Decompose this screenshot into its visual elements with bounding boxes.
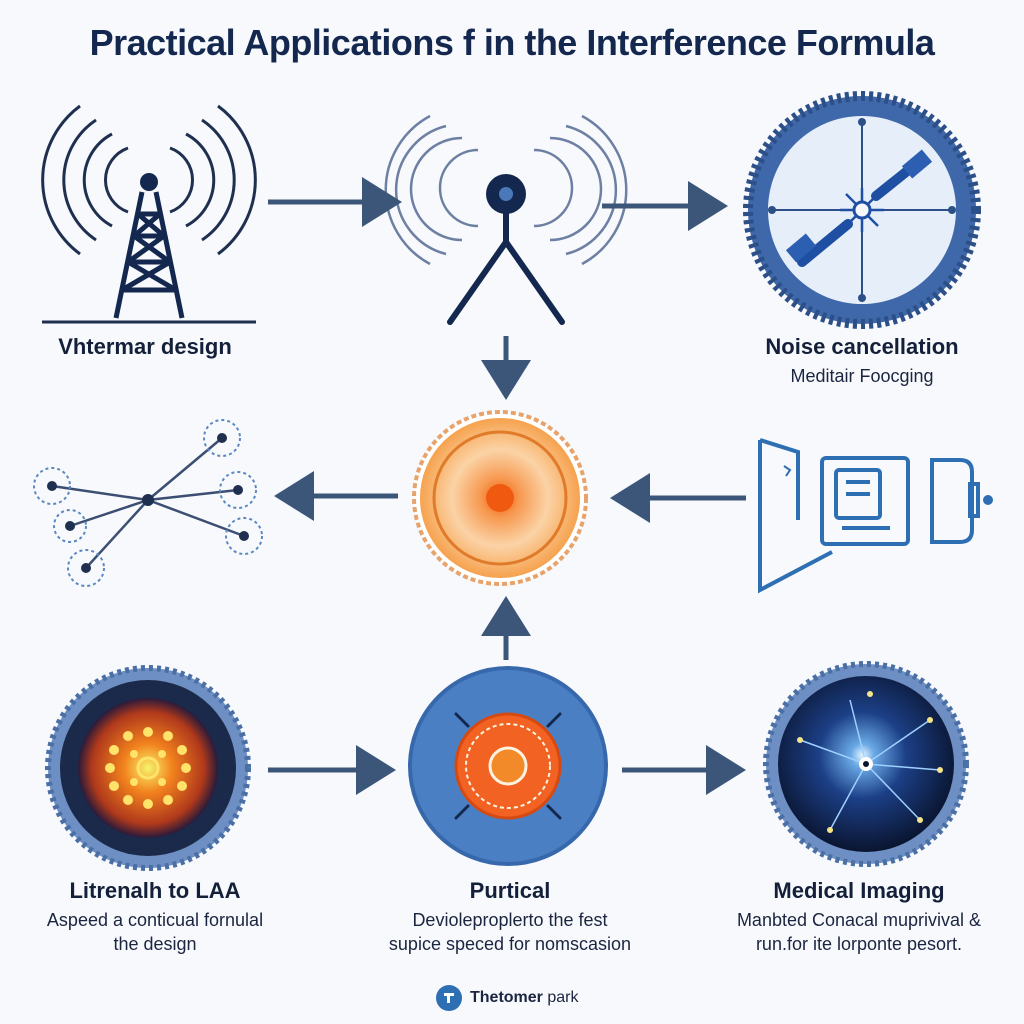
footer-brand: Thetomer park (436, 984, 578, 1012)
brand-logo-icon (436, 985, 462, 1011)
noise-label: Noise cancellation (765, 334, 959, 359)
page-title: Practical Applications f in the Interfer… (89, 22, 935, 63)
flow-arrows (268, 177, 746, 795)
noise-desc: Meditair Foocging (790, 366, 934, 386)
purtical-label: Purtical (469, 878, 551, 903)
litrenalh-desc-line1: Aspeed a conticual fornulal (46, 910, 264, 930)
signal-tripod-icon (384, 114, 628, 325)
fusion-core-icon (45, 665, 251, 871)
imaging-device-icon (758, 438, 993, 594)
footer-brand-name: Thetomer (470, 989, 543, 1006)
purtical-emblem-icon (408, 666, 608, 866)
medical-label: Medical Imaging (773, 878, 945, 903)
network-graph-icon (33, 419, 263, 587)
footer-brand-suffix: park (542, 989, 579, 1006)
litrenalh-desc-line2: the design (113, 934, 197, 954)
litrenalh-label: Litrenalh to LAA (69, 878, 241, 903)
medical-desc-line2: run.for ite lorponte pesort. (755, 934, 963, 954)
medical-desc-line1: Manbted Conacal muprivival & (736, 910, 982, 930)
purtical-desc-line1: Devioleproplerto the fest (412, 910, 608, 930)
central-interference-node (412, 410, 588, 586)
antenna-tower-icon (41, 104, 257, 324)
noise-cancellation-icon (743, 91, 981, 329)
medical-imaging-icon (763, 661, 969, 867)
antenna-label: Vhtermar design (58, 334, 232, 359)
purtical-desc-line2: supice speced for nomscasion (388, 934, 632, 954)
